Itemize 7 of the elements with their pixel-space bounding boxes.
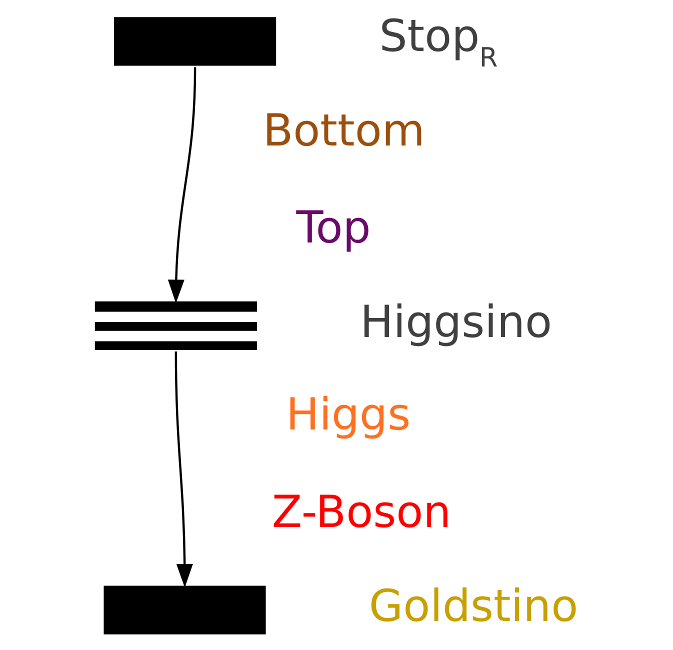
label: Top: [296, 202, 371, 254]
node-label: Stop$_{R}$: [379, 10, 498, 74]
node-label: Goldstino: [368, 581, 578, 632]
label: Z-Boson: [272, 486, 452, 538]
label: Bottom: [262, 105, 425, 156]
label: Higgs: [286, 390, 411, 441]
node-label: Higgsino: [360, 296, 552, 348]
